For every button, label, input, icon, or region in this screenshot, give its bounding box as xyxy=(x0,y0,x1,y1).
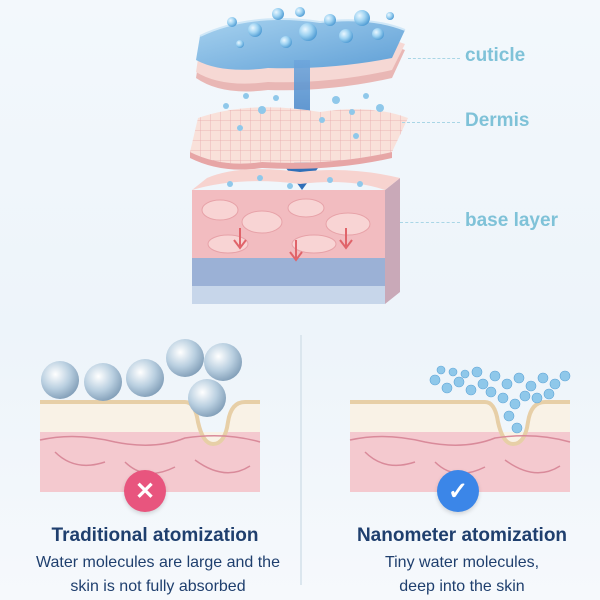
cuticle-leader-line xyxy=(408,58,460,59)
description-line: Tiny water molecules, xyxy=(384,554,540,571)
traditional-skin-illustration xyxy=(39,339,261,492)
traditional-description: Water molecules are large and the skin i… xyxy=(8,551,308,599)
description-line: skin is not fully absorbed xyxy=(70,578,246,595)
nanometer-title: Nanometer atomization xyxy=(356,525,568,546)
base-layer-label: base layer xyxy=(465,210,558,231)
dermis-label: Dermis xyxy=(465,110,530,131)
nanometer-description: Tiny water molecules, deep into the skin xyxy=(312,551,600,599)
dermis-layer xyxy=(190,107,408,170)
cuticle-label: cuticle xyxy=(465,45,526,66)
base-layer-leader-line xyxy=(400,222,460,223)
cross-icon: ✕ xyxy=(124,470,166,512)
check-icon: ✓ xyxy=(437,470,479,512)
panel-divider xyxy=(300,335,302,585)
nanometer-skin-illustration xyxy=(349,365,571,492)
water-droplets-top xyxy=(227,7,394,48)
description-line: deep into the skin xyxy=(399,578,525,595)
description-line: Water molecules are large and the xyxy=(36,554,280,571)
dermis-leader-line xyxy=(402,122,460,123)
water-droplets-middle xyxy=(223,93,384,139)
traditional-title: Traditional atomization xyxy=(51,525,259,546)
skin-layers-illustration xyxy=(190,7,408,304)
base-layer-block xyxy=(192,169,400,304)
